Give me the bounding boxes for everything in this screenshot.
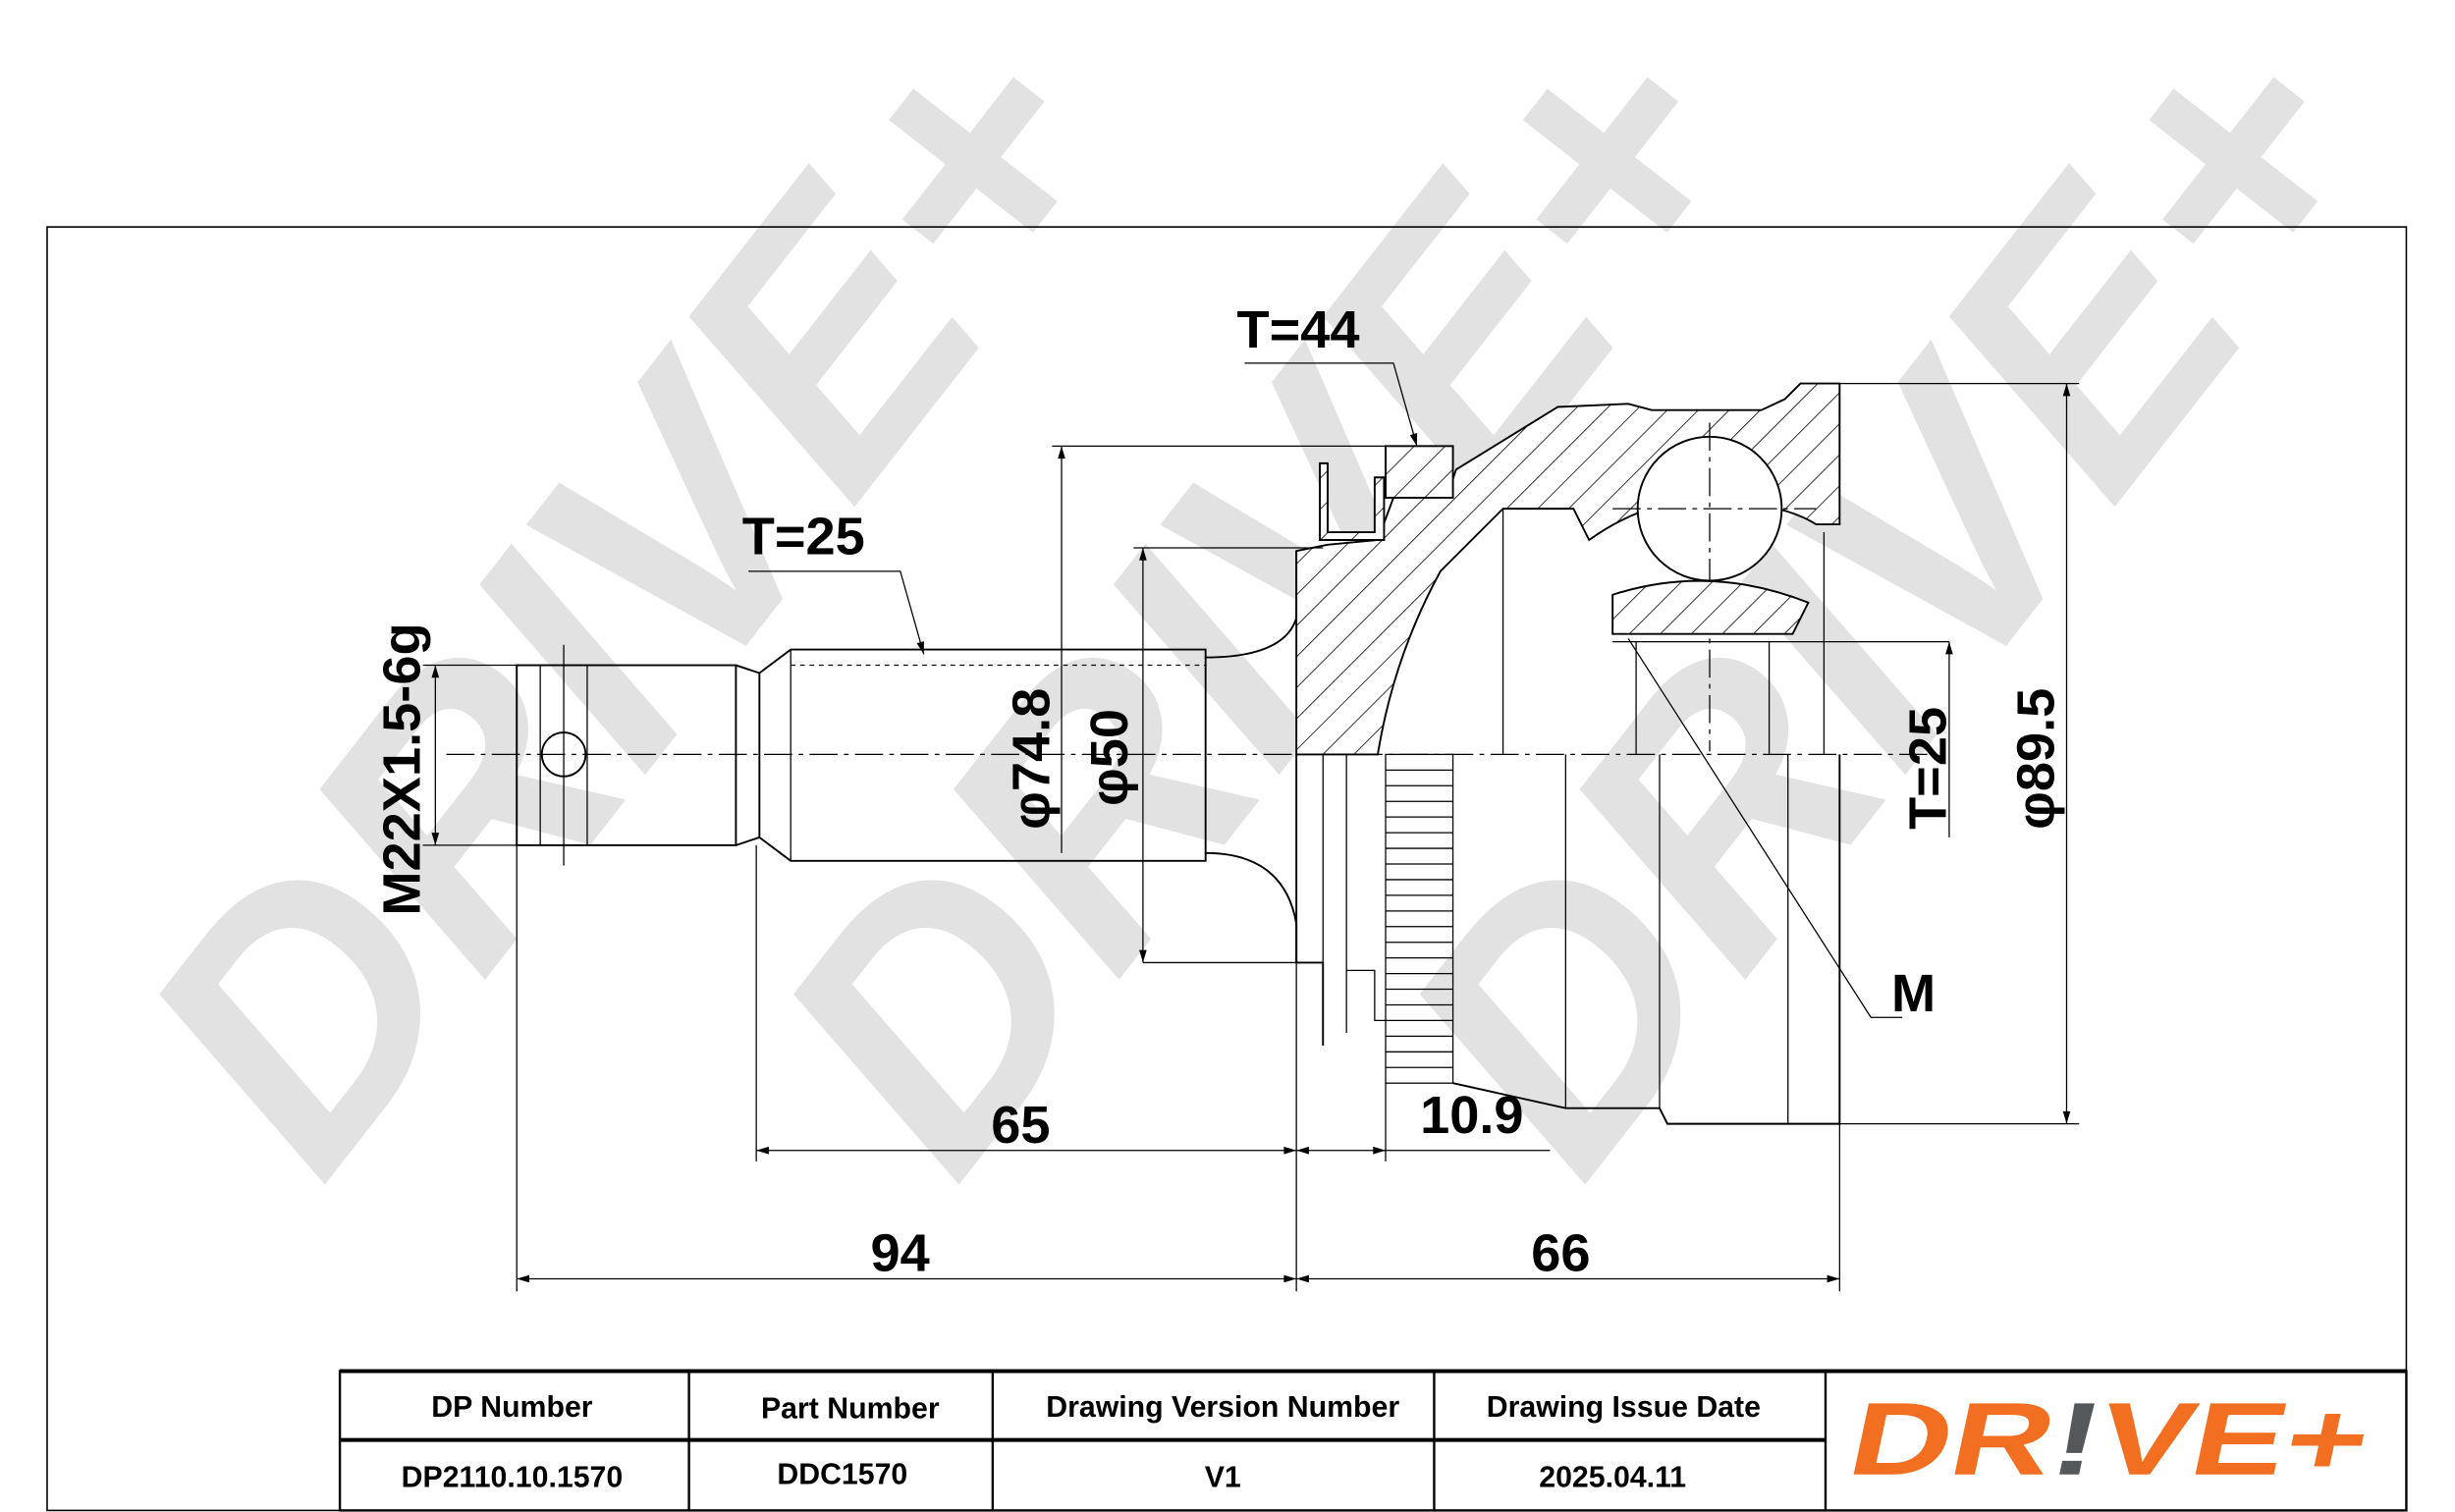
spline-right-label: T=25 (1899, 707, 1958, 830)
value-drawing-version: V1 (1205, 1461, 1241, 1493)
svg-text:DR!VE+: DR!VE+ (1839, 1381, 2380, 1497)
title-block: DP Number Part Number Drawing Version Nu… (338, 1369, 2408, 1512)
abs-ring-teeth (1386, 769, 1453, 1068)
spline-left-label: T=25 (742, 507, 865, 566)
seal-diameter-label: φ74.8 (1002, 688, 1061, 830)
marker-m-label: M (1891, 964, 1936, 1023)
thread-spec-label: M22X1.5-6g (372, 622, 431, 915)
shaft-diameter-label: φ50 (1080, 709, 1139, 806)
cv-joint-part (516, 382, 1949, 1125)
length-65-label: 65 (991, 1096, 1050, 1155)
header-drawing-version: Drawing Version Number (1046, 1391, 1399, 1424)
header-part-number: Part Number (761, 1392, 940, 1425)
header-issue-date: Drawing Issue Date (1487, 1391, 1761, 1424)
dimensions: M22X1.5-6g T=25 T=44 φ74.8 φ50 T=25 φ89.… (372, 300, 2080, 1292)
value-part-number: DDC1570 (777, 1458, 907, 1490)
length-66-label: 66 (1531, 1223, 1590, 1282)
value-dp-number: DP2110.10.1570 (402, 1461, 624, 1493)
watermarks: DRIVE+ DRIVE+ DRIVE+ (64, 0, 2448, 1237)
drive-plus-logo: DR!VE+ (1839, 1381, 2380, 1497)
length-10-9-label: 10.9 (1420, 1086, 1523, 1145)
value-issue-date: 2025.04.11 (1539, 1461, 1686, 1493)
outer-diameter-label: φ89.5 (2007, 688, 2066, 830)
abs-teeth-label: T=44 (1237, 300, 1360, 359)
length-94-label: 94 (871, 1223, 930, 1282)
header-dp-number: DP Number (431, 1391, 592, 1424)
